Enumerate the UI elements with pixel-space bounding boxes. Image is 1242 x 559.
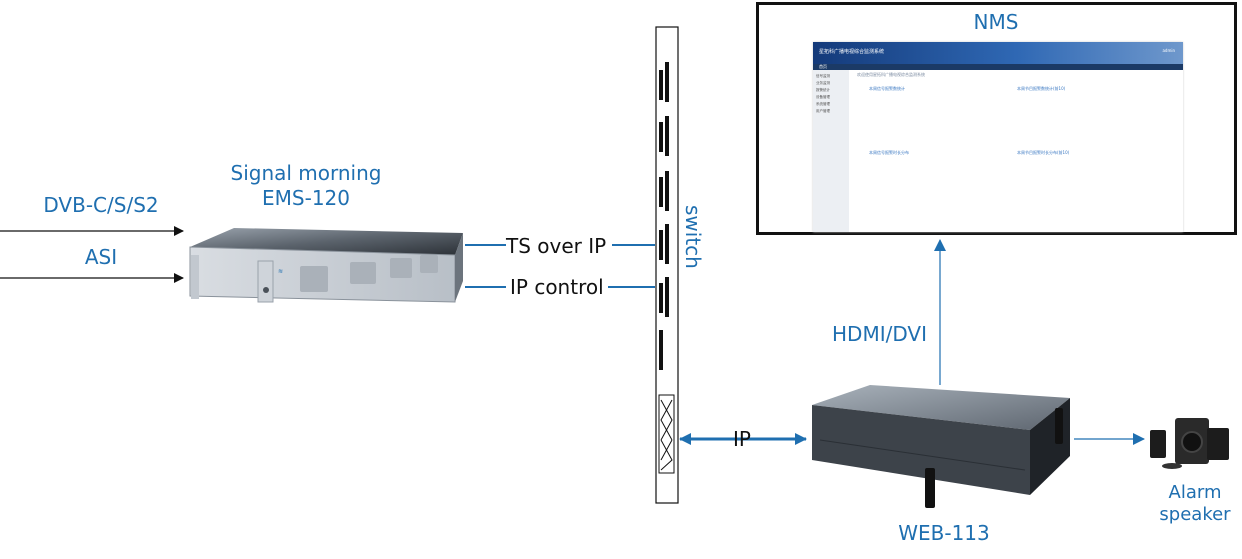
web-113-label: WEB-113: [898, 521, 990, 545]
web-113-server: [812, 385, 1070, 508]
nms-panel-title: 本周节目报警时长分布(前10): [1017, 150, 1070, 155]
nms-panel-title: 本周信号报警数统计: [869, 86, 905, 91]
nms-sidebar-item[interactable]: 设备管理: [816, 95, 830, 99]
ems-name-line1: Signal morning: [230, 161, 382, 185]
alarm-speaker: [1150, 418, 1229, 469]
dvb-input-label: DVB-C/S/S2: [43, 193, 159, 217]
alarm-label-line1: Alarm: [1168, 482, 1222, 503]
nms-app-header: 星拓科广播电视综合监测系统 admin: [813, 42, 1183, 64]
alarm-label-line2: speaker: [1159, 504, 1231, 525]
nms-nav-bar: 首页: [813, 64, 1183, 70]
ems-120-device: ≋: [189, 228, 463, 303]
nms-nav-home[interactable]: 首页: [819, 64, 827, 69]
nms-breadcrumb: 欢迎使用星拓科广播电视综合监测系统: [857, 72, 925, 77]
nms-label: NMS: [973, 10, 1019, 34]
nms-app-title: 星拓科广播电视综合监测系统: [819, 49, 885, 55]
nms-sidebar-item[interactable]: 信号监测: [816, 74, 830, 78]
nms-panel-title: 本周节目报警数统计(前10): [1017, 86, 1066, 91]
nms-panel-title: 本周信号报警时长分布: [869, 150, 909, 155]
ip-control-label: IP control: [510, 275, 604, 299]
nms-sidebar-item[interactable]: 报警统计: [816, 88, 830, 92]
nms-sidebar-item[interactable]: 业务监测: [816, 81, 830, 85]
ems-name-line2: EMS-120: [262, 186, 350, 210]
asi-input-label: ASI: [84, 245, 118, 269]
nms-sidebar: 信号监测 业务监测 报警统计 设备管理 系统管理 用户管理: [813, 70, 849, 232]
nms-sidebar-item[interactable]: 系统管理: [816, 102, 830, 106]
nms-user: admin: [1162, 48, 1175, 53]
ts-over-ip-label: TS over IP: [506, 234, 607, 258]
ip-label: IP: [733, 427, 751, 451]
network-switch: [655, 26, 679, 504]
hdmi-dvi-label: HDMI/DVI: [832, 322, 927, 346]
nms-sidebar-item[interactable]: 用户管理: [816, 109, 830, 113]
switch-label: switch: [681, 205, 705, 269]
svg-text:≋: ≋: [278, 268, 283, 275]
nms-screenshot: 星拓科广播电视综合监测系统 admin 首页 信号监测 业务监测 报警统计 设备…: [813, 42, 1183, 232]
